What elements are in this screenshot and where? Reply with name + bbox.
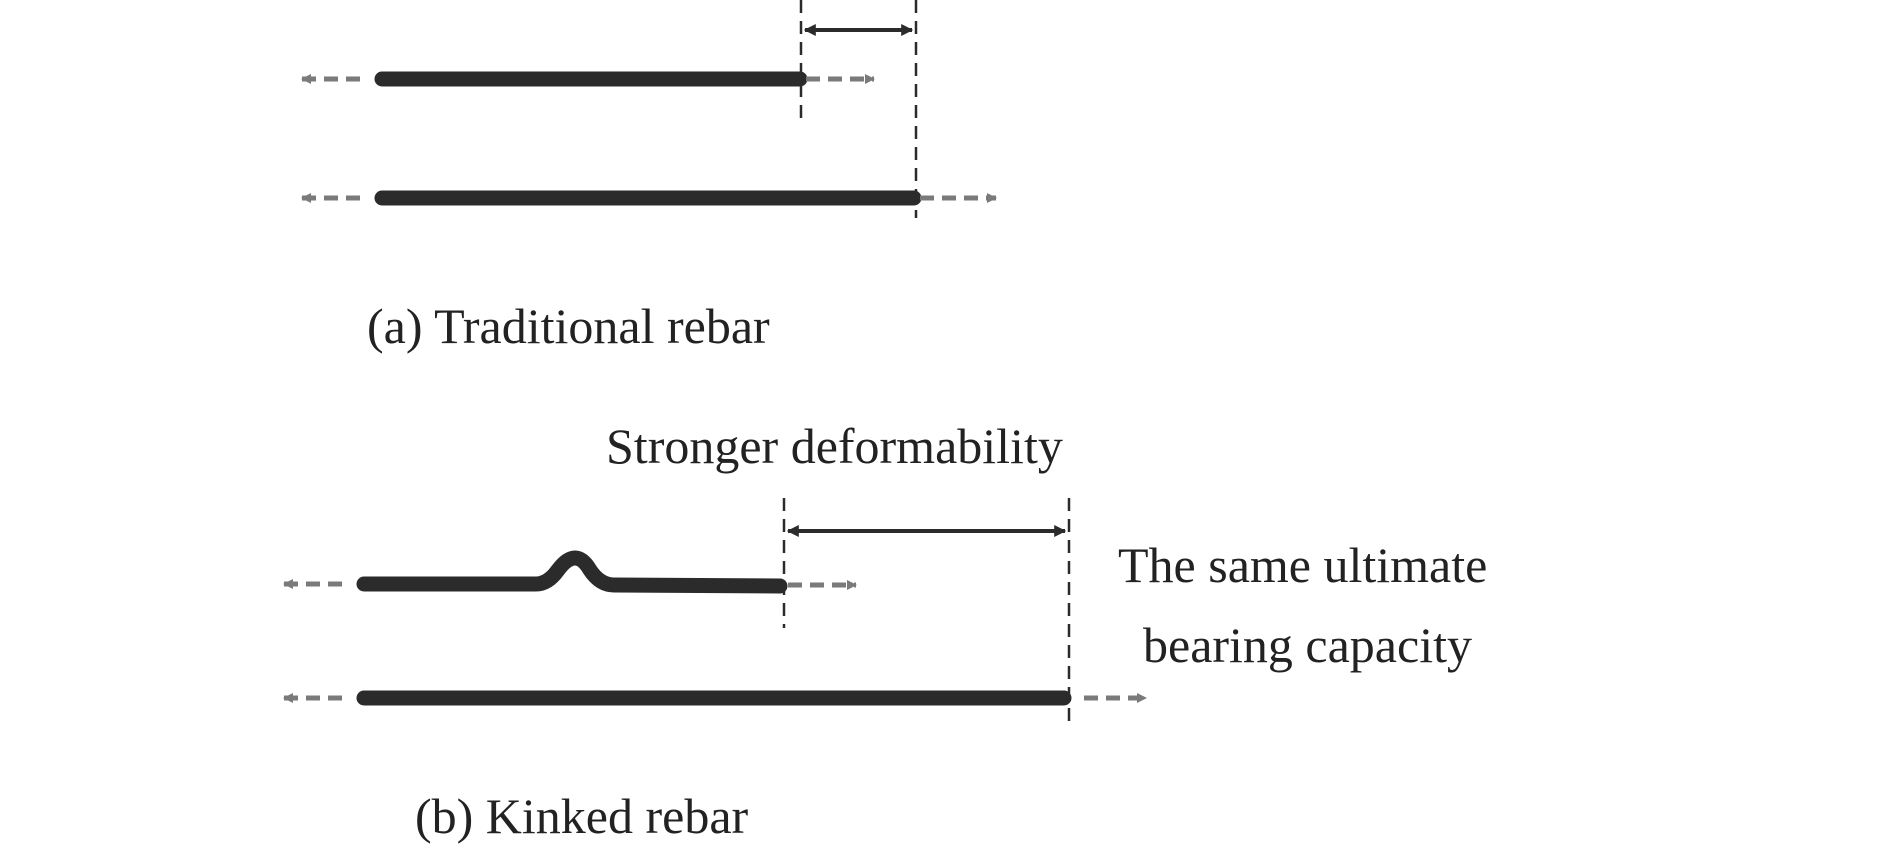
kinked-rebar-bar (356, 550, 788, 594)
panel-b-kinked-rebar: Stronger deformability The same ultimate… (283, 418, 1487, 844)
panel-b-kinked-original-rebar (283, 550, 857, 594)
panel-a-caption: (a) Traditional rebar (367, 298, 770, 354)
capacity-label-line2: bearing capacity (1143, 617, 1472, 673)
capacity-label-line1: The same ultimate (1118, 537, 1487, 593)
panel-a-traditional-rebar: (a) Traditional rebar (301, 0, 997, 354)
deformability-label: Stronger deformability (606, 418, 1063, 474)
panel-b-caption: (b) Kinked rebar (415, 788, 749, 844)
